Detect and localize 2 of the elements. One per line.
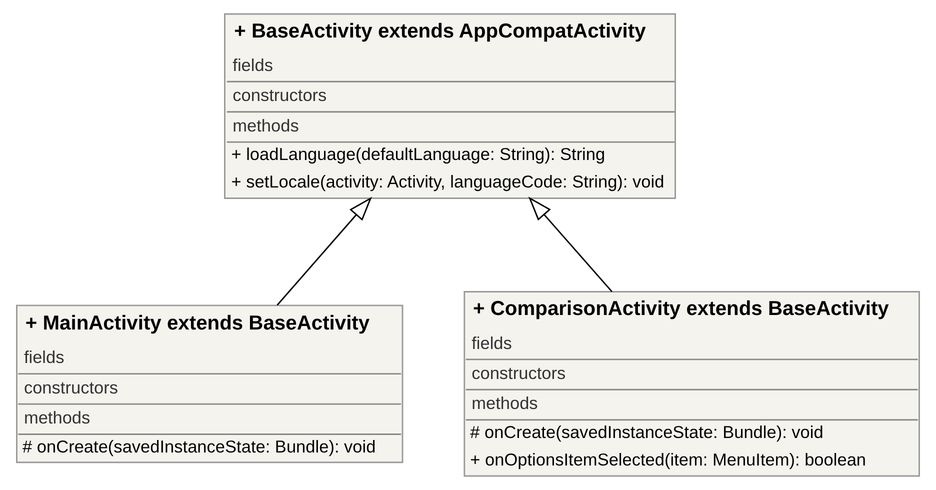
arrow (276, 196, 372, 306)
arrow (528, 196, 612, 292)
